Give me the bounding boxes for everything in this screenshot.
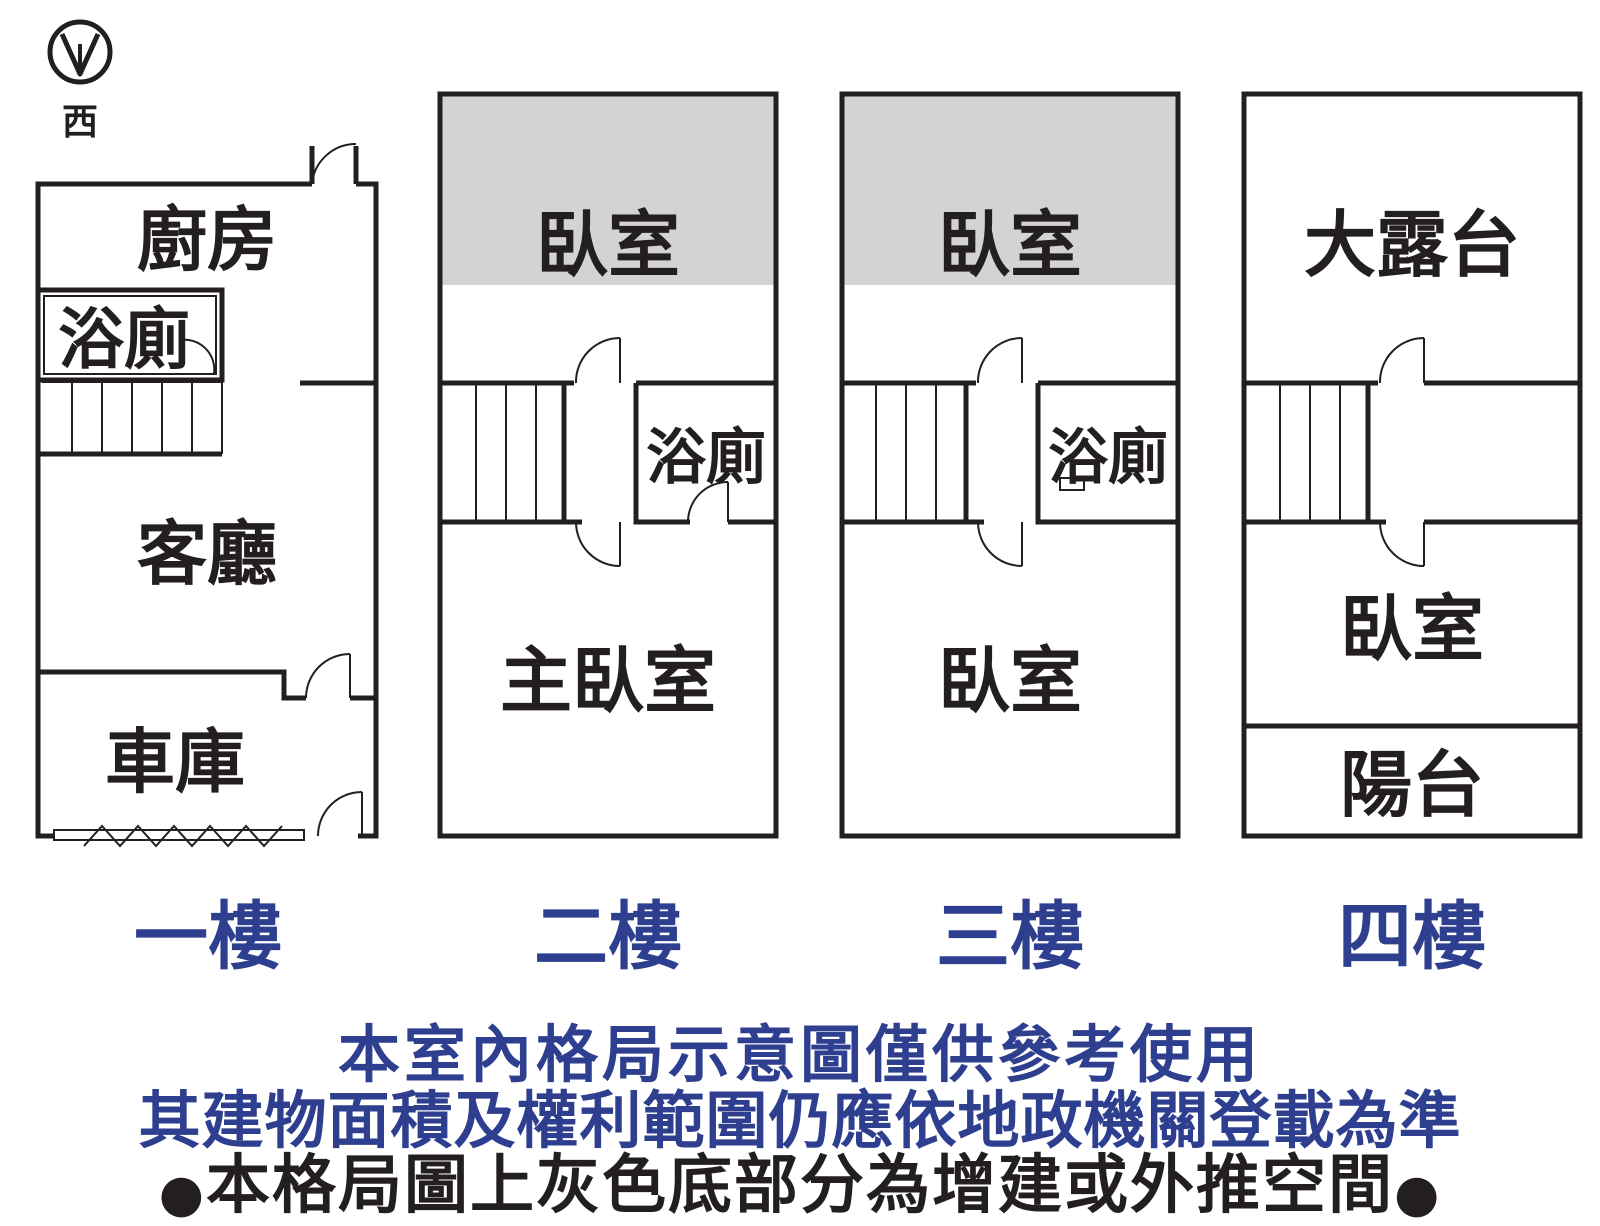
- gray-area: [440, 95, 774, 285]
- disclaimer-line-3: ●本格局圖上灰色底部分為增建或外推空間●: [0, 1134, 1600, 1226]
- room-label-kitchen: 廚房: [137, 199, 277, 281]
- compass-west-icon: [47, 19, 113, 85]
- gray-area: [842, 95, 1176, 285]
- room-label-bedroom: 臥室: [536, 203, 680, 287]
- room-label-bath: 浴廁: [646, 423, 766, 493]
- room-label-bedroom-top: 臥室: [938, 203, 1082, 287]
- disclaimer-line-1-text: 本室內格局示意圖僅供參考使用: [337, 1018, 1262, 1091]
- floor-3-title: 三樓: [936, 894, 1084, 980]
- floor-2-plan: 臥室 浴廁 主臥室: [437, 91, 779, 839]
- floor-1-title: 一樓: [134, 894, 282, 980]
- garage-shutter: [53, 824, 305, 848]
- floor-4-title: 四樓: [1338, 894, 1486, 980]
- floor-4-stair: [1244, 380, 1386, 525]
- room-label-terrace: 大露台: [1304, 203, 1520, 287]
- room-label-master: 主臥室: [500, 639, 716, 723]
- floor-3-stair: [842, 380, 984, 525]
- floor-1-plan: 廚房 浴廁 客廳 車庫: [35, 142, 379, 848]
- floor-2-title: 二樓: [534, 894, 682, 980]
- floor-4-plan: 大露台 臥室 陽台: [1241, 91, 1583, 839]
- floor-3-plan: 臥室 浴廁 臥室: [839, 91, 1181, 839]
- compass-label: 西: [62, 102, 98, 143]
- bullet-right: ●: [1394, 1164, 1442, 1224]
- room-label-bedroom-bottom: 臥室: [938, 639, 1082, 723]
- bullet-left: ●: [158, 1164, 206, 1224]
- floor-1-stair: [42, 381, 223, 454]
- disclaimer-line-2-text: 其建物面積及權利範圍仍應依地政機關登載為準: [138, 1084, 1462, 1157]
- room-label-bedroom: 臥室: [1340, 587, 1484, 671]
- room-label-bath: 浴廁: [58, 301, 190, 378]
- disclaimer-line-3-text: 本格局圖上灰色底部分為增建或外推空間: [206, 1149, 1394, 1223]
- room-label-garage: 車庫: [105, 721, 245, 803]
- disclaimer-line-2: 其建物面積及權利範圍仍應依地政機關登載為準: [0, 1070, 1600, 1160]
- disclaimer-line-1: 本室內格局示意圖僅供參考使用: [0, 1004, 1600, 1094]
- floor-2-stair: [440, 380, 582, 525]
- room-label-bath: 浴廁: [1048, 423, 1168, 493]
- room-label-balcony: 陽台: [1340, 743, 1484, 827]
- room-label-living: 客廳: [137, 513, 277, 595]
- compass: 西: [47, 19, 113, 143]
